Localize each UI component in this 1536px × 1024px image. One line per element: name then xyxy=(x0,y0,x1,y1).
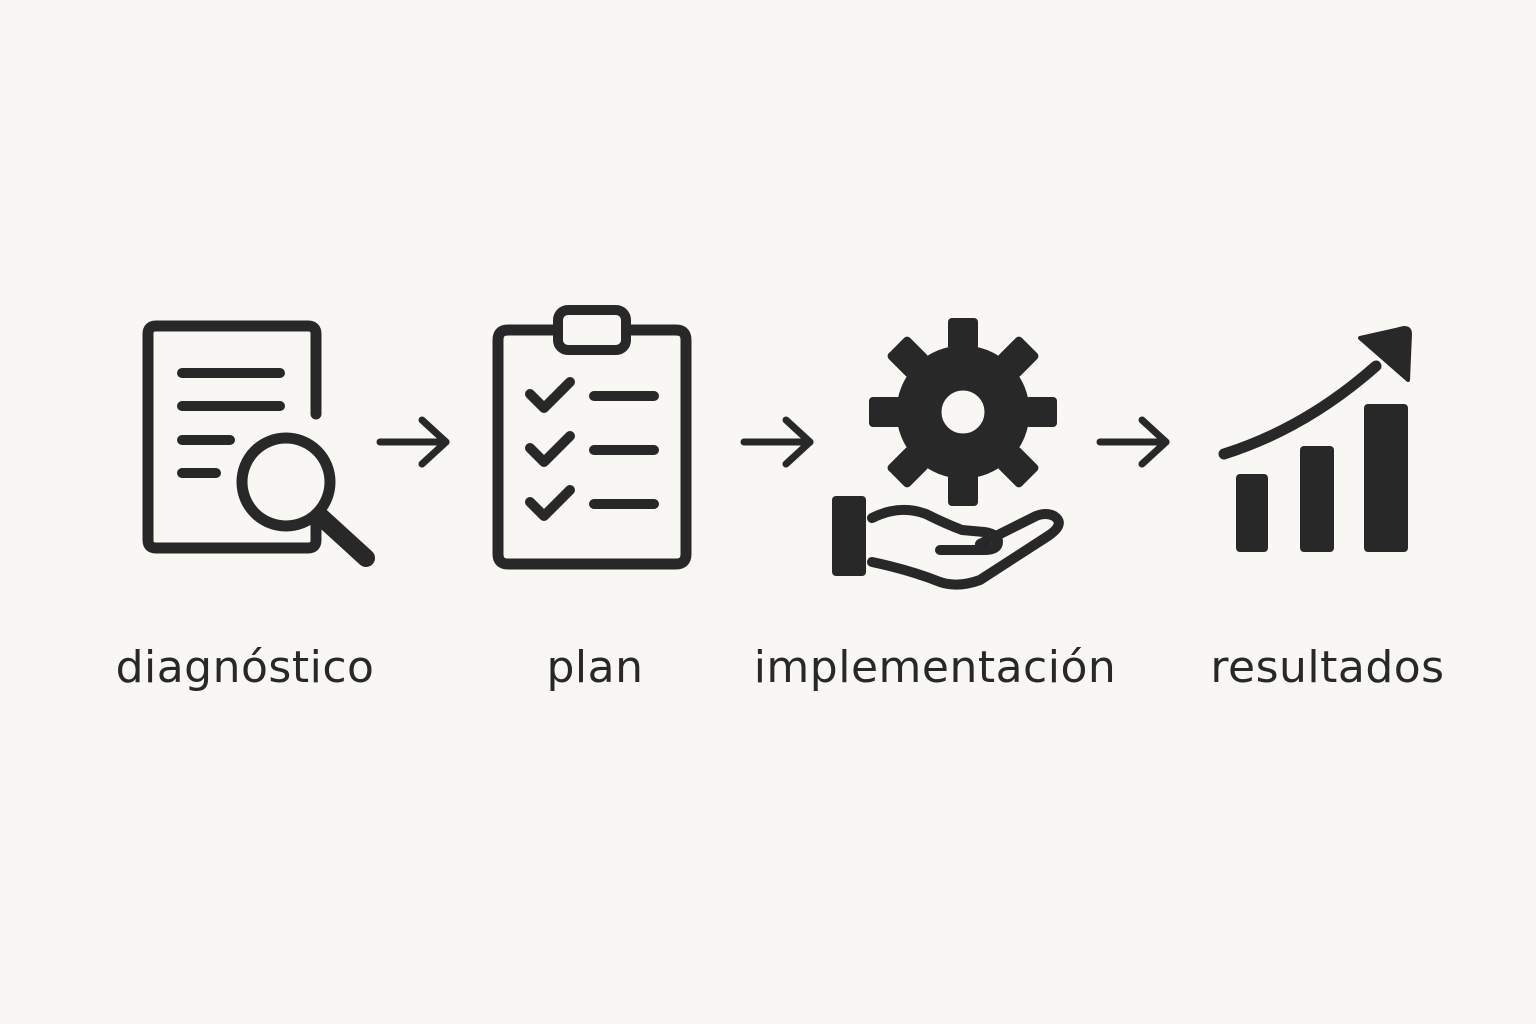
arrow-right-icon xyxy=(1096,416,1174,468)
growth-chart-icon xyxy=(1216,324,1412,556)
step-label-plan: plan xyxy=(546,642,644,693)
step-label-diagnostico: diagnóstico xyxy=(115,642,375,693)
clipboard-checklist-icon xyxy=(490,304,694,572)
arrow-right-icon xyxy=(376,416,454,468)
step-label-implementacion: implementación xyxy=(753,642,1117,693)
arrow-right-icon xyxy=(740,416,818,468)
hand-gear-icon xyxy=(830,318,1072,594)
document-search-icon xyxy=(140,318,380,570)
step-label-resultados: resultados xyxy=(1210,642,1445,693)
